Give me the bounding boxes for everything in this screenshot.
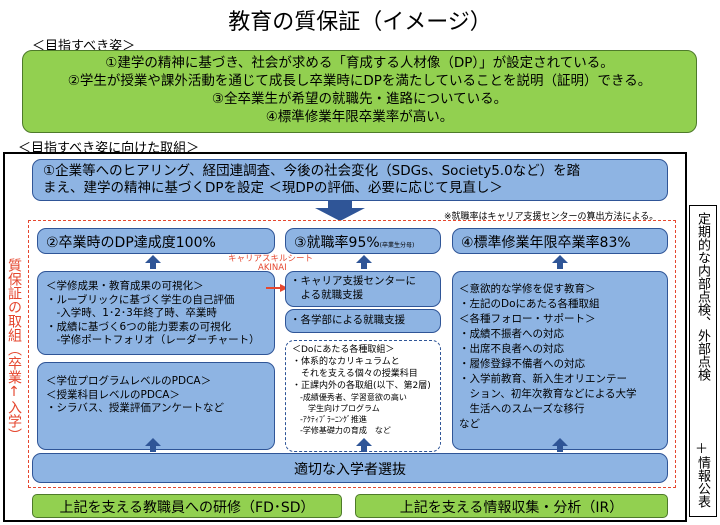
red-arrow-icon <box>266 284 288 292</box>
dp-setting-line: まえ、建学の精神に基づくDPを設定 ＜現DPの評価、必要に応じて見直し＞ <box>43 180 503 196</box>
page-title: 教育の質保証（イメージ） <box>228 10 492 35</box>
fd-sd-box: 上記を支える教職員への研修（FD･SD） <box>32 494 342 518</box>
up-arrow-icon <box>552 255 568 269</box>
visualization-box: ＜学修成果・教育成果の可視化＞ ・ルーブリックに基づく学生の自己評価 -入学時、… <box>37 271 275 355</box>
learning-support-line: ・左記のDoにあたる各種取組 <box>459 298 600 310</box>
akinai-label: AKINAI <box>258 263 287 273</box>
up-arrow-icon <box>356 438 372 452</box>
do-efforts-line: ・体系的なカリキュラムと <box>292 357 400 367</box>
career-center-support-box: ・キャリア支援センターに よる就職支援 <box>285 271 441 307</box>
employment-rate-sub: (卒業生分母) <box>379 242 415 249</box>
up-arrow-icon <box>552 438 568 452</box>
goals-box: ①建学の精神に基づき、社会が求める「育成する人材像（DP）」が設定されている。 … <box>22 50 697 133</box>
ir-box: 上記を支える情報収集・分析（IR） <box>355 494 668 518</box>
goal-item: ③全卒業生が希望の就職先・進路についている。 <box>211 91 508 107</box>
visualization-line: -学修ポートフォリオ（レーダーチャート） <box>46 334 260 346</box>
admission-box: 適切な入学者選抜 <box>32 453 668 483</box>
up-arrow-icon <box>145 438 161 452</box>
dp-setting-box: ①企業等へのヒアリング、経団連調査、今後の社会変化（SDGs、Society5.… <box>32 159 668 201</box>
down-arrow-icon <box>315 200 365 221</box>
inspection-box <box>689 205 717 517</box>
pdca-line: ・シラバス、授業評価アンケートなど <box>46 402 224 414</box>
dp-setting-line: ①企業等へのヒアリング、経団連調査、今後の社会変化（SDGs、Society5.… <box>43 163 581 179</box>
do-efforts-line: それを支える個々の授業科目 <box>292 369 418 379</box>
learning-support-box: ＜意欲的な学修を促す教育＞ ・左記のDoにあたる各種取組 ＜各種フォロー・サポー… <box>452 271 668 450</box>
learning-support-line: ・出席不良者への対応 <box>459 343 564 355</box>
goal-item: ①建学の精神に基づき、社会が求める「育成する人材像（DP）」が設定されている。 <box>105 55 614 71</box>
quality-assurance-area <box>28 220 676 488</box>
up-arrow-icon <box>356 255 372 269</box>
do-efforts-line: -成績優秀者、学習意欲の高い <box>292 393 407 402</box>
employment-rate-header: ③就職率95%(卒業生分母) <box>285 228 441 254</box>
graduation-rate-header: ④標準修業年限卒業率83% <box>452 228 668 254</box>
do-efforts-box: ＜Doにあたる各種取組＞ ・体系的なカリキュラムと それを支える個々の授業科目 … <box>285 340 441 452</box>
learning-support-line: ション、初年次教育などによる大学 <box>459 388 637 400</box>
career-skill-sheet-label: キャリアスキルシート <box>228 254 314 264</box>
graduation-rate-text: ④標準修業年限卒業率83% <box>461 235 631 251</box>
do-efforts-line: ・正課内外の各取組(以下、第2層) <box>292 381 431 391</box>
left-vertical-label: 質保証の取組（卒業↑入学） <box>6 258 22 442</box>
faculty-support-box: ・各学部による就職支援 <box>285 309 441 333</box>
dp-achievement-header: ②卒業時のDP達成度100% <box>37 228 275 254</box>
career-center-line: ・キャリア支援センターに <box>290 275 416 287</box>
pdca-line: ＜授業科目レベルのPDCA＞ <box>46 388 180 401</box>
pdca-box: ＜学位プログラムレベルのPDCA＞ ＜授業科目レベルのPDCA＞ ・シラバス、授… <box>37 362 275 450</box>
learning-support-line: 生活へのスムーズな移行 <box>459 403 585 415</box>
ir-text: 上記を支える情報収集・分析（IR） <box>399 500 624 516</box>
do-efforts-line: 学生向けプログラム <box>292 404 380 413</box>
learning-support-line: など <box>459 418 480 430</box>
visualization-line: ＜学修成果・教育成果の可視化＞ <box>46 280 204 292</box>
visualization-line: ・ルーブリックに基づく学生の自己評価 <box>46 293 235 306</box>
learning-support-line: ・入学前教育、新入生オリエンテー <box>459 373 627 385</box>
faculty-support-text: ・各学部による就職支援 <box>290 314 406 326</box>
do-efforts-line: -ｱｸﾃｨﾌﾞﾗｰﾆﾝｸﾞ推進 <box>292 415 367 424</box>
dp-achievement-text: ②卒業時のDP達成度100% <box>46 235 216 251</box>
employment-rate-text: ③就職率95% <box>294 235 380 251</box>
career-center-line: よる就職支援 <box>290 288 364 301</box>
do-efforts-line: -学修基礎力の育成 など <box>292 426 391 435</box>
learning-support-line: ・成績不振者への対応 <box>459 328 564 340</box>
fd-sd-text: 上記を支える教職員への研修（FD･SD） <box>59 500 315 516</box>
plus-sign: ＋ <box>695 442 709 457</box>
learning-support-line: ・履修登録不備者への対応 <box>459 358 585 370</box>
inspection-label: 定期的な内部点検、外部点検 <box>695 212 710 381</box>
admission-text: 適切な入学者選抜 <box>294 462 406 478</box>
visualization-line: ・成績に基づく6つの能力要素の可視化 <box>46 320 232 333</box>
goal-item: ②学生が授業や課外活動を通じて成長し卒業時にDPを満たしていることを説明（証明）… <box>67 73 652 89</box>
pdca-line: ＜学位プログラムレベルのPDCA＞ <box>46 375 212 387</box>
goal-item: ④標準修業年限卒業率が高い。 <box>265 109 454 125</box>
learning-support-line: ＜意欲的な学修を促す教育＞ <box>459 283 596 295</box>
do-efforts-line: ＜Doにあたる各種取組＞ <box>292 345 395 355</box>
disclosure-label: 情報公表 <box>695 456 710 508</box>
learning-support-line: ＜各種フォロー・サポート＞ <box>459 313 596 325</box>
visualization-line: -入学時、1･2･3年終了時、卒業時 <box>46 307 217 319</box>
employment-rate-note: ※就職率はキャリア支援センターの算出方法による。 <box>444 212 659 222</box>
up-arrow-icon <box>145 255 161 269</box>
